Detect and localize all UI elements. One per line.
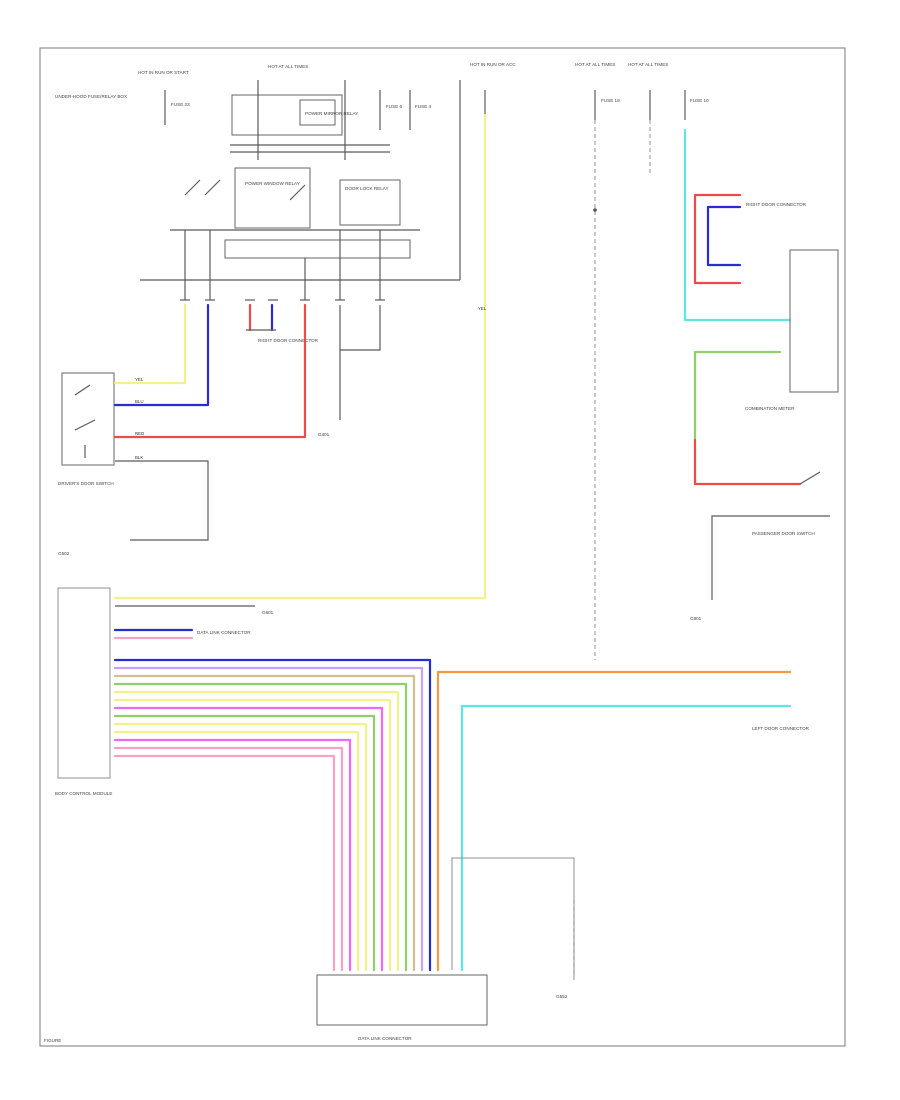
wire-red-switch <box>113 303 307 439</box>
label-data-link-bottom: DATA LINK CONNECTOR <box>358 1036 412 1041</box>
wire-black-passenger <box>711 515 812 600</box>
label-ground-g2: G502 <box>58 551 70 556</box>
wire-bundle-9 <box>113 722 368 972</box>
label-ground-g5: G552 <box>556 994 568 999</box>
label-fuse-a: FUSE 23 <box>171 102 190 107</box>
wire-bundle-4 <box>113 682 408 972</box>
wire-bundle-1 <box>113 658 432 972</box>
bcm-bracket <box>57 587 111 779</box>
label-right-door-conn-2: RIGHT DOOR CONNECTOR <box>746 202 807 207</box>
label-hot-at-all-times-3: HOT AT ALL TIMES <box>628 62 668 67</box>
wire-bundle-11 <box>113 738 352 972</box>
label-left-door-conn: LEFT DOOR CONNECTOR <box>752 726 810 731</box>
label-combination-meter: COMBINATION METER <box>745 406 795 411</box>
label-relay-3: POWER MIRROR RELAY <box>305 111 358 116</box>
label-body-control-left: BODY CONTROL MODULE <box>55 791 112 796</box>
wire-cyan-right <box>460 704 792 972</box>
door-switch-contacts <box>74 384 96 458</box>
wire-black-switch <box>115 460 209 541</box>
relay-block <box>140 80 461 300</box>
label-relay-2: DOOR LOCK RELAY <box>345 186 389 191</box>
label-hot-at-all-times-1: HOT AT ALL TIMES <box>268 64 308 69</box>
label-fig-id: FIGURE <box>44 1038 61 1043</box>
label-fuse-e: FUSE 10 <box>690 98 709 103</box>
wire-blue-right-conn <box>706 205 742 267</box>
diagram-frame <box>39 47 846 1047</box>
label-fuse-d: FUSE 19 <box>601 98 620 103</box>
code-blu-1: BLU <box>135 399 144 404</box>
label-under-hood-block: UNDER-HOOD FUSE/RELAY BOX <box>55 94 127 99</box>
label-fuse-c: FUSE 4 <box>415 104 432 109</box>
label-right-door-conn-1: RIGHT DOOR CONNECTOR <box>258 338 319 343</box>
wire-red-passenger <box>693 438 802 486</box>
wire-gray-ground <box>451 857 575 980</box>
wire-bundle-2 <box>113 666 424 972</box>
wire-yellow-switch <box>113 303 187 385</box>
fuse-symbols <box>164 90 686 130</box>
wire-yellow-ig <box>113 113 487 600</box>
wire-bundle-5 <box>113 690 400 972</box>
wire-green-right <box>693 350 782 442</box>
label-hot-run-acc: HOT IN RUN OR ACC <box>470 62 516 67</box>
data-link-connector <box>316 974 488 1026</box>
wire-ground-center <box>339 305 381 420</box>
code-yel-2: YEL <box>478 306 487 311</box>
label-door-switch: DRIVER'S DOOR SWITCH <box>58 481 114 486</box>
label-ground-g4: G601 <box>262 610 274 615</box>
code-red-1: RED <box>135 431 144 436</box>
code-blk-1: BLK <box>135 455 143 460</box>
wire-bundle-8 <box>113 714 376 972</box>
combination-meter-box <box>789 249 839 393</box>
wire-bundle-7 <box>113 706 384 972</box>
wire-bundle-12 <box>113 746 344 972</box>
wire-bundle-3 <box>113 674 416 972</box>
door-switch-box <box>61 372 115 466</box>
label-ground-g3: G801 <box>690 616 702 621</box>
label-fuse-b: FUSE 6 <box>386 104 403 109</box>
wire-bundle-13 <box>113 754 336 972</box>
label-passenger-door-sw: PASSENGER DOOR SWITCH <box>752 531 815 536</box>
passenger-switch <box>799 471 830 517</box>
wire-orange-right <box>436 670 792 972</box>
wire-bundle-10 <box>113 730 360 972</box>
label-hot-at-all-times-2: HOT AT ALL TIMES <box>575 62 615 67</box>
label-data-link-left: DATA LINK CONNECTOR <box>197 630 251 635</box>
wire-blue-switch <box>113 303 210 407</box>
label-ground-g1: G401 <box>318 432 330 437</box>
label-hot-run-start: HOT IN RUN OR START <box>138 70 189 75</box>
wire-cyan-top <box>683 128 792 322</box>
code-yel-1: YEL <box>135 377 144 382</box>
label-relay-1: POWER WINDOW RELAY <box>245 181 300 186</box>
wire-bundle-6 <box>113 698 392 972</box>
wire-red-right-conn <box>693 193 742 285</box>
